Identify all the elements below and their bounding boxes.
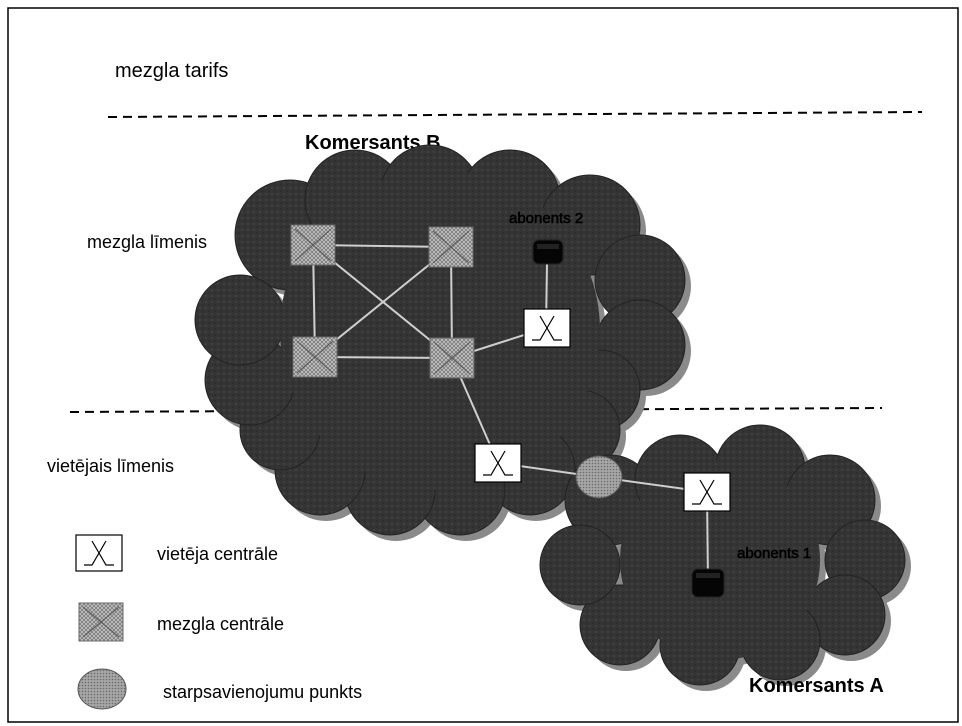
legend-local-exchange-icon <box>75 534 123 572</box>
operator-a-label: Komersants A <box>749 675 884 697</box>
legend-interconnection-icon <box>77 668 127 710</box>
subscriber-2-label: abonents 2 <box>509 210 583 227</box>
local-exchange <box>523 308 571 348</box>
operator-a-cloud <box>539 424 911 691</box>
page-title: mezgla tarifs <box>115 60 228 82</box>
level-separator-top <box>107 111 923 118</box>
legend: vietēja centrāle mezgla centrāle starpsa… <box>75 534 362 710</box>
subscriber-2-terminal <box>532 239 564 265</box>
legend-node-exchange-label: mezgla centrāle <box>157 614 284 634</box>
legend-node-exchange-icon <box>78 602 124 642</box>
node-level-label: mezgla līmenis <box>87 232 207 252</box>
outer-frame <box>7 7 959 723</box>
local-level-label: vietējais līmenis <box>47 456 174 476</box>
local-exchange <box>683 472 731 512</box>
interconnection-point <box>575 455 623 499</box>
legend-local-exchange-label: vietēja centrāle <box>157 544 278 564</box>
legend-interconnection-label: starpsavienojumu punkts <box>163 682 362 702</box>
subscriber-1-label: abonents 1 <box>737 545 811 562</box>
subscriber-1-terminal <box>691 568 725 598</box>
node-exchange <box>290 224 336 266</box>
operator-b-cloud <box>194 144 691 541</box>
node-exchange <box>429 337 475 379</box>
operator-b-label: Komersants B <box>305 132 441 154</box>
node-exchange <box>428 226 474 268</box>
node-exchange <box>292 336 338 378</box>
local-exchange <box>474 443 522 483</box>
